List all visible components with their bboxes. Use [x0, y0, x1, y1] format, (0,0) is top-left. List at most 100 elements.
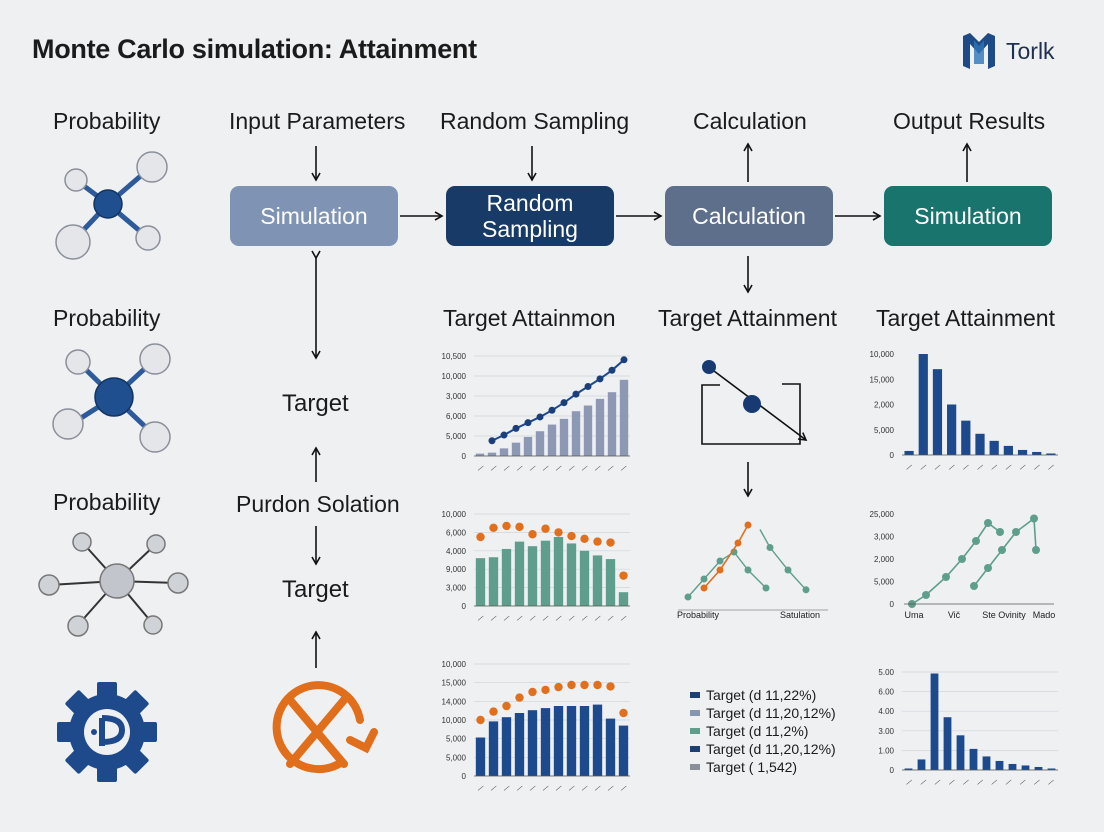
- cycle-x-icon: [272, 681, 378, 774]
- x-tick-stub: —: [919, 777, 929, 787]
- bar: [488, 721, 499, 776]
- molecule-atoms: [38, 532, 189, 637]
- x-tick-stub: —: [1018, 777, 1028, 787]
- data-point: [972, 537, 980, 545]
- data-point: [489, 523, 498, 532]
- data-point: [548, 406, 556, 414]
- y-tick-label: 6,000: [446, 412, 467, 421]
- y-tick-label: 0: [890, 451, 895, 460]
- legend-label: Target (d 11,20,12%): [706, 741, 836, 757]
- bar: [1046, 453, 1056, 455]
- data-point: [567, 680, 576, 690]
- bar: [918, 354, 928, 455]
- legend-swatch: [690, 728, 700, 734]
- flow-box-random-sampling-label: Random Sampling: [482, 190, 578, 242]
- data-point: [596, 375, 604, 383]
- x-tick-stub: —: [975, 777, 985, 787]
- data-point: [942, 573, 950, 581]
- bar: [932, 369, 943, 455]
- data-point: [996, 528, 1004, 536]
- data-point: [489, 707, 498, 716]
- y-tick-label: 5.00: [878, 668, 894, 677]
- data-point: [567, 531, 576, 541]
- left-label-1: Probability: [53, 108, 161, 134]
- data-point: [700, 584, 708, 592]
- x-tick-stub: —: [476, 613, 486, 623]
- x-tick-stub: —: [476, 783, 486, 793]
- x-tick-stub: —: [933, 777, 943, 787]
- data-point: [619, 571, 628, 580]
- x-tick-label: Satulation: [780, 610, 820, 620]
- x-tick-stub: —: [947, 462, 957, 472]
- y-tick-label: 2,000: [874, 401, 895, 410]
- data-point: [744, 521, 752, 529]
- cycle-diagram-loop: [701, 383, 801, 445]
- data-point: [984, 564, 992, 572]
- bar: [619, 379, 629, 456]
- bar: [475, 453, 485, 456]
- flow-box-output-simulation: Simulation: [884, 186, 1052, 246]
- x-tick-stub: —: [619, 783, 629, 793]
- bar: [947, 404, 957, 455]
- x-tick-stub: —: [567, 613, 577, 623]
- bar: [475, 737, 486, 776]
- data-point: [593, 537, 602, 546]
- x-tick-stub: —: [580, 463, 590, 473]
- legend-swatch: [690, 746, 700, 752]
- tm-logo-icon: [963, 33, 995, 69]
- x-tick-stub: —: [502, 613, 512, 623]
- x-tick-stub: —: [933, 462, 943, 472]
- x-tick-stub: —: [489, 463, 499, 473]
- section-title-2: Target Attainment: [658, 305, 837, 331]
- x-tick-stub: —: [580, 783, 590, 793]
- bar: [592, 704, 603, 776]
- data-point: [608, 366, 616, 374]
- x-tick-stub: —: [961, 777, 971, 787]
- data-point: [554, 528, 563, 537]
- x-tick-label: Vič: [948, 610, 961, 620]
- bar: [943, 717, 952, 770]
- y-tick-label: 10,000: [442, 372, 467, 381]
- flow-header-output: Output Results: [893, 108, 1046, 134]
- flow-box-simulation-label: Simulation: [260, 203, 368, 229]
- bar: [566, 706, 577, 776]
- y-tick-label: 15,000: [442, 679, 467, 688]
- y-tick-label: 5,000: [874, 426, 895, 435]
- x-tick-stub: —: [554, 783, 564, 793]
- bar: [607, 392, 617, 456]
- bar: [595, 398, 605, 456]
- data-point: [606, 682, 615, 691]
- gear-icon: [57, 682, 157, 782]
- y-tick-label: 5,000: [874, 578, 895, 587]
- data-point: [744, 566, 752, 574]
- bar: [956, 735, 965, 770]
- x-tick-stub: —: [904, 462, 914, 472]
- flow-box-random-sampling: Random Sampling: [446, 186, 614, 246]
- data-point: [502, 701, 511, 711]
- bar: [523, 436, 533, 456]
- data-point: [541, 685, 550, 695]
- x-tick-stub: —: [619, 613, 629, 623]
- y-tick-label: 2,000: [874, 555, 895, 564]
- x-tick-stub: —: [489, 613, 499, 623]
- bar: [904, 768, 913, 770]
- left-label-2: Probability: [53, 305, 161, 331]
- chart-6: 5.006.004.003.001.000———————————: [878, 668, 1058, 787]
- legend-label: Target ( 1,542): [706, 759, 798, 775]
- bar: [511, 442, 521, 456]
- bar: [540, 708, 551, 776]
- bar: [904, 450, 914, 455]
- bar: [488, 557, 499, 606]
- data-point: [554, 682, 563, 692]
- x-tick-stub: —: [567, 783, 577, 793]
- data-point: [1032, 546, 1040, 554]
- bar: [605, 559, 616, 606]
- molecule-atoms: [52, 343, 171, 453]
- x-tick-stub: —: [541, 783, 551, 793]
- data-point: [784, 566, 792, 574]
- flow-box-simulation: Simulation: [230, 186, 398, 246]
